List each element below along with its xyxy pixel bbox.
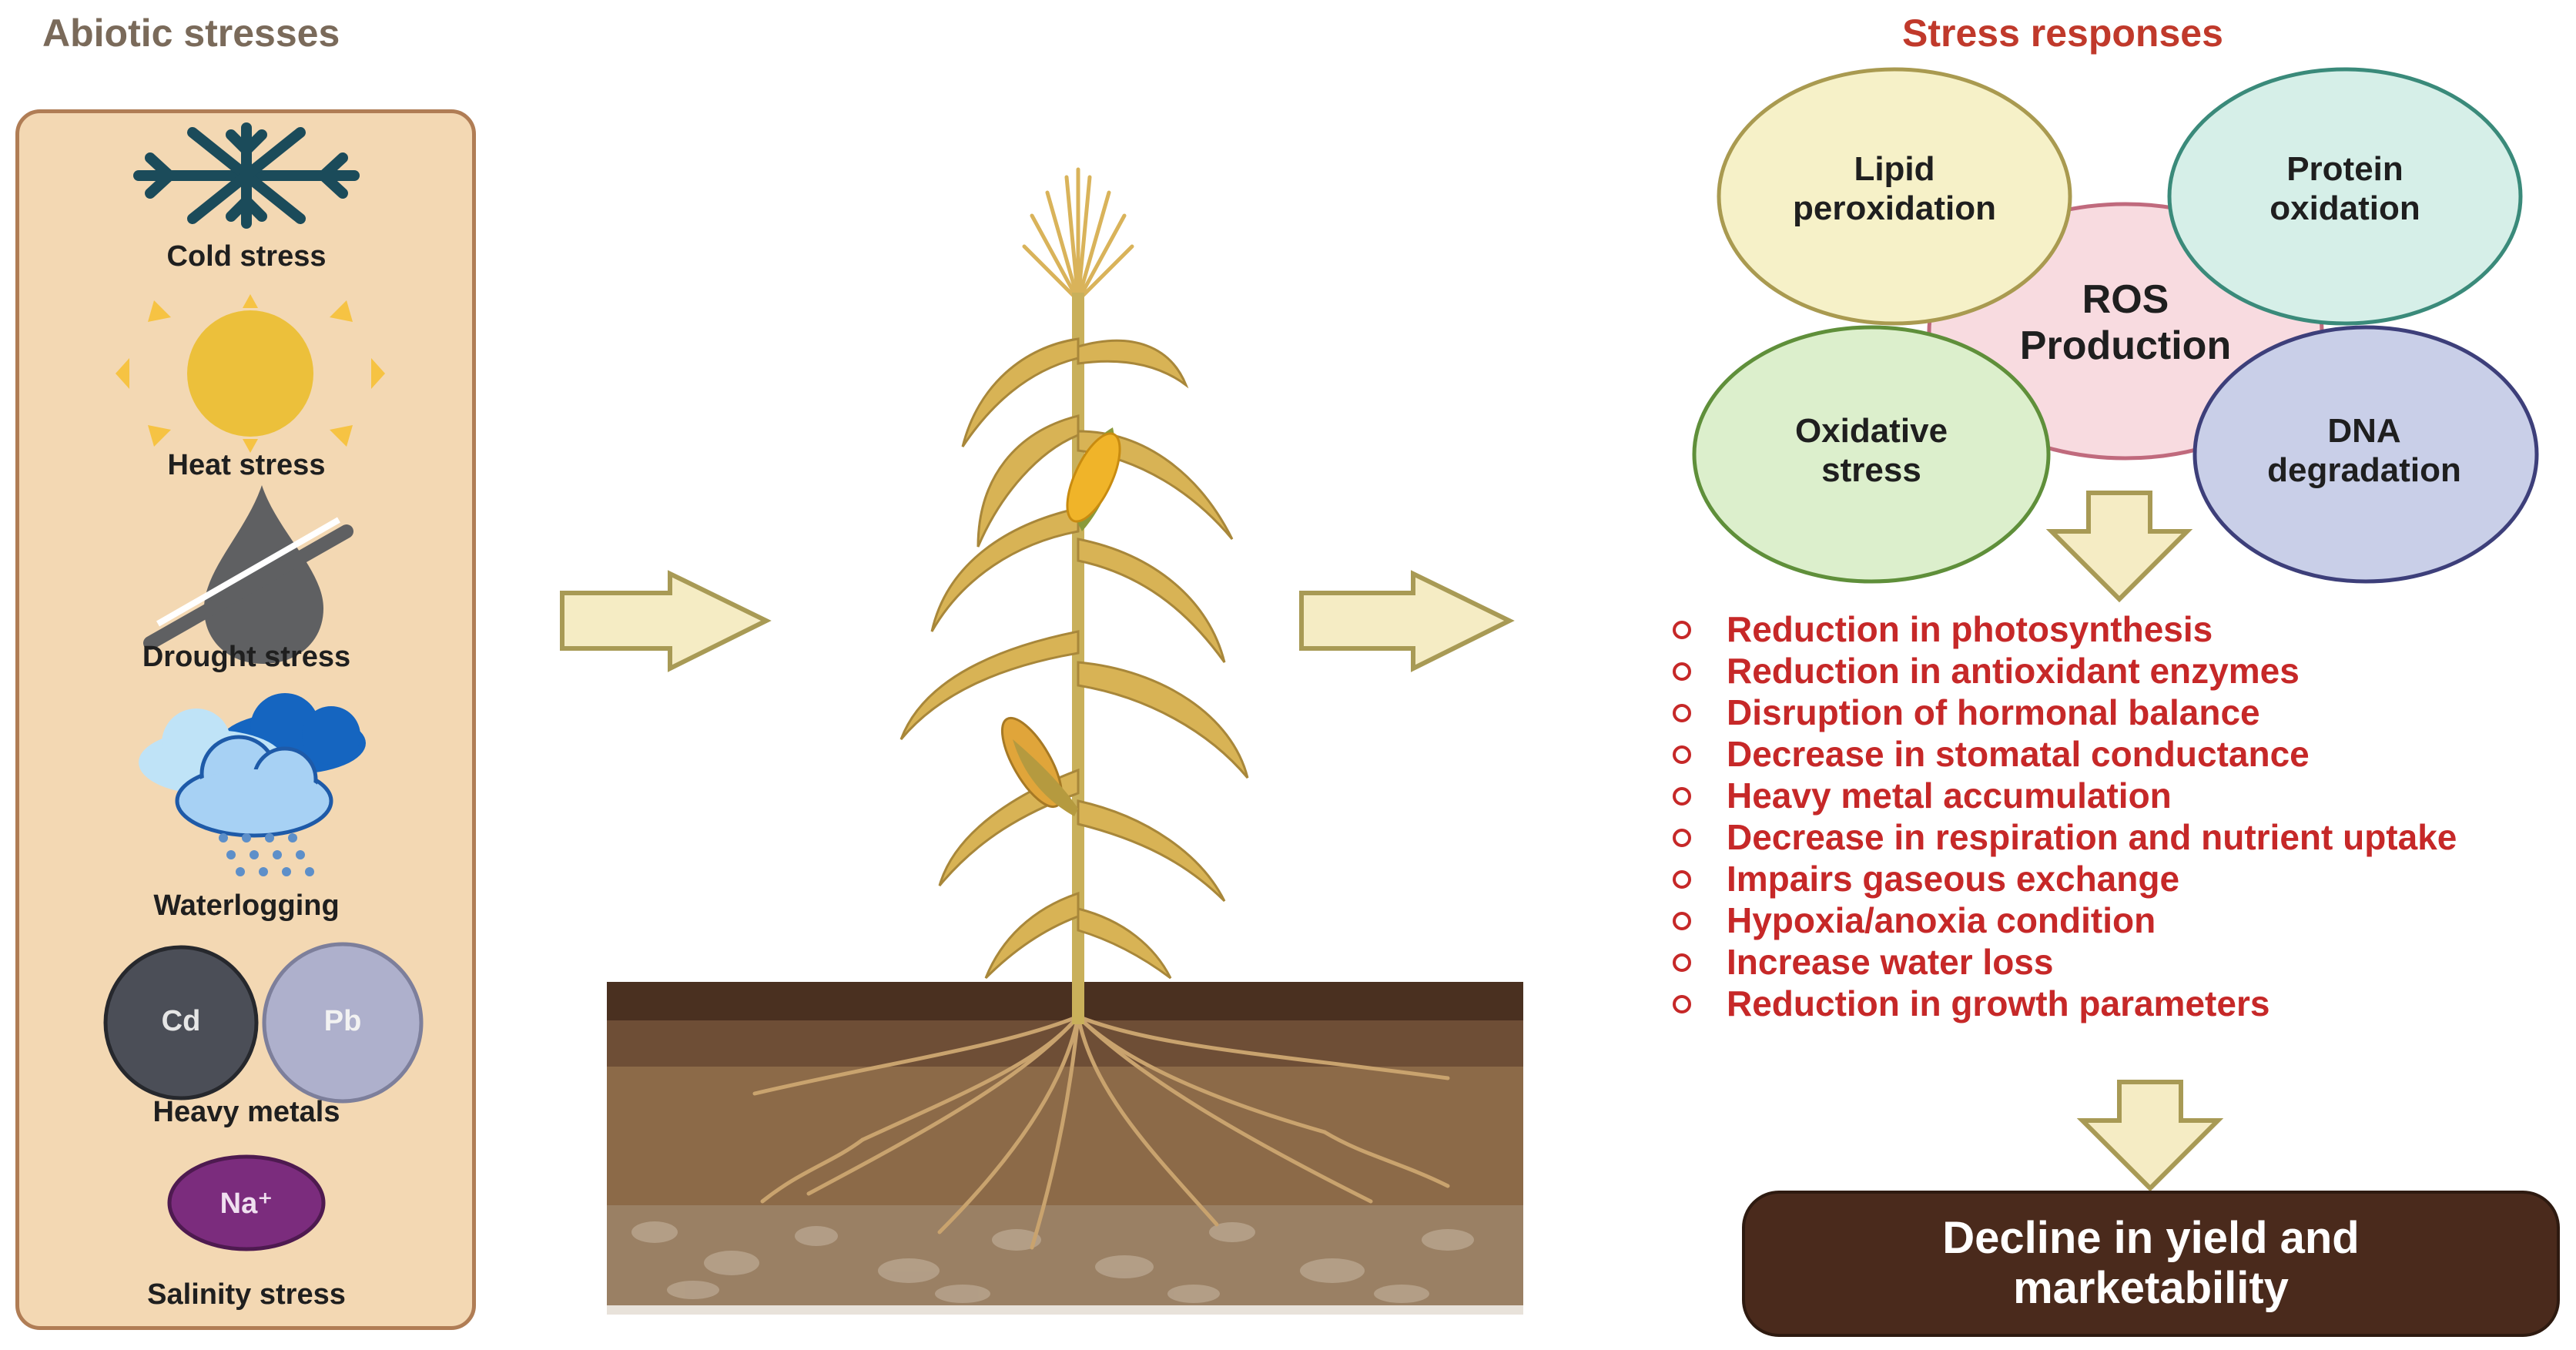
bullet-circle-icon <box>1673 870 1691 889</box>
effect-item: Reduction in growth parameters <box>1671 983 2572 1024</box>
arrow-to-responses <box>1299 570 1515 672</box>
effect-item: Reduction in photosynthesis <box>1671 608 2572 650</box>
corn-cob-lower <box>1000 716 1078 816</box>
na-symbol: Na⁺ <box>219 1188 273 1220</box>
oxidative-stress-label: Oxidative stress <box>1794 412 1948 489</box>
bullet-circle-icon <box>1673 704 1691 722</box>
bullet-circle-icon <box>1673 829 1691 847</box>
pb-symbol: Pb <box>323 1005 362 1037</box>
protein-oxidation-label: Protein oxidation <box>2269 150 2420 227</box>
bullet-circle-icon <box>1673 953 1691 972</box>
dna-degradation-label: DNA degradation <box>2267 412 2461 489</box>
sodium-ion-icon <box>167 1154 326 1251</box>
effects-list: Reduction in photosynthesis Reduction in… <box>1671 608 2572 1024</box>
yield-decline-label: Decline in yield and marketability <box>1942 1213 2360 1313</box>
stress-label-drought: Drought stress <box>142 641 351 673</box>
corn-plant <box>899 167 1249 1024</box>
arrow-to-plant <box>560 570 772 672</box>
cd-symbol: Cd <box>161 1005 201 1037</box>
stress-label-waterlogging: Waterlogging <box>153 889 340 922</box>
heavy-metal-icon <box>103 942 424 1104</box>
bullet-circle-icon <box>1673 621 1691 639</box>
stress-response-ellipses <box>1692 67 2539 584</box>
effect-item: Decrease in respiration and nutrient upt… <box>1671 816 2572 858</box>
effect-item: Impairs gaseous exchange <box>1671 858 2572 899</box>
effect-item: Disruption of hormonal balance <box>1671 692 2572 733</box>
soil-illustration <box>607 982 1523 1315</box>
roots <box>752 1014 1450 1250</box>
effect-item: Heavy metal accumulation <box>1671 775 2572 816</box>
bullet-circle-icon <box>1673 912 1691 930</box>
stress-label-cold: Cold stress <box>166 240 327 273</box>
rain-cloud-icon <box>139 693 366 876</box>
ros-production-label: ROS Production <box>2019 277 2232 368</box>
stress-responses-title: Stress responses <box>1902 12 2223 55</box>
no-water-drop-icon <box>143 485 353 664</box>
bullet-circle-icon <box>1673 995 1691 1013</box>
bullet-circle-icon <box>1673 662 1691 681</box>
bullet-circle-icon <box>1673 787 1691 806</box>
snowflake-icon <box>133 122 360 229</box>
effect-item: Hypoxia/anoxia condition <box>1671 899 2572 941</box>
yield-decline-box: Decline in yield and marketability <box>1742 1191 2560 1337</box>
stress-label-heat: Heat stress <box>167 449 326 481</box>
abiotic-stresses-title: Abiotic stresses <box>42 12 340 55</box>
stress-label-salinity: Salinity stress <box>147 1278 346 1311</box>
effect-item: Reduction in antioxidant enzymes <box>1671 650 2572 692</box>
bullet-circle-icon <box>1673 745 1691 764</box>
sun-icon <box>116 294 385 453</box>
stress-label-heavy-metals: Heavy metals <box>152 1096 340 1128</box>
lipid-peroxidation-label: Lipid peroxidation <box>1792 150 1997 227</box>
arrow-down-effects <box>2045 491 2193 603</box>
effect-item: Increase water loss <box>1671 941 2572 983</box>
effect-item: Decrease in stomatal conductance <box>1671 733 2572 775</box>
corn-cob-upper <box>1066 427 1121 531</box>
arrow-down-outcome <box>2076 1080 2224 1192</box>
